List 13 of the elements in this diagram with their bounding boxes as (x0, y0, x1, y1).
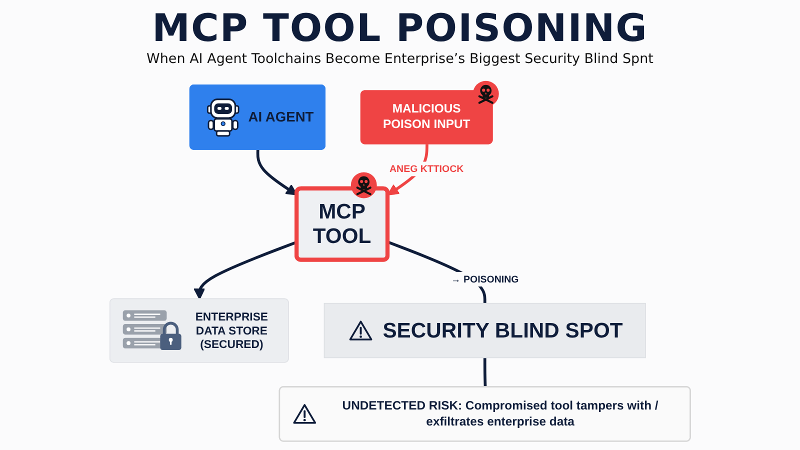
agent-name: AI AGENT (248, 108, 314, 127)
arrow (193, 240, 298, 300)
input-name: MALICIOUS POISON INPUT (382, 102, 472, 132)
connector-line (483, 358, 487, 388)
store-name: ENTERPRISE DATA STORE (SECURED) (194, 310, 269, 351)
tool-name: MCP TOOL (312, 200, 372, 248)
subtitle: When AI Agent Toolchains Become Enterprise’s Biggest Security Blind Spnt (146, 51, 654, 68)
edge-label: → POISONING (450, 272, 519, 287)
title: MCP TOOL POISONING (152, 6, 648, 50)
band-title: SECURITY BLIND SPOT (382, 316, 623, 344)
risk-text: UNDETECTED RISK: Compromised tool tampers with / exfiltrates enterprise data (341, 398, 660, 430)
arrow (256, 150, 298, 196)
edge-label: ANEG KTTIOCK (389, 162, 464, 176)
